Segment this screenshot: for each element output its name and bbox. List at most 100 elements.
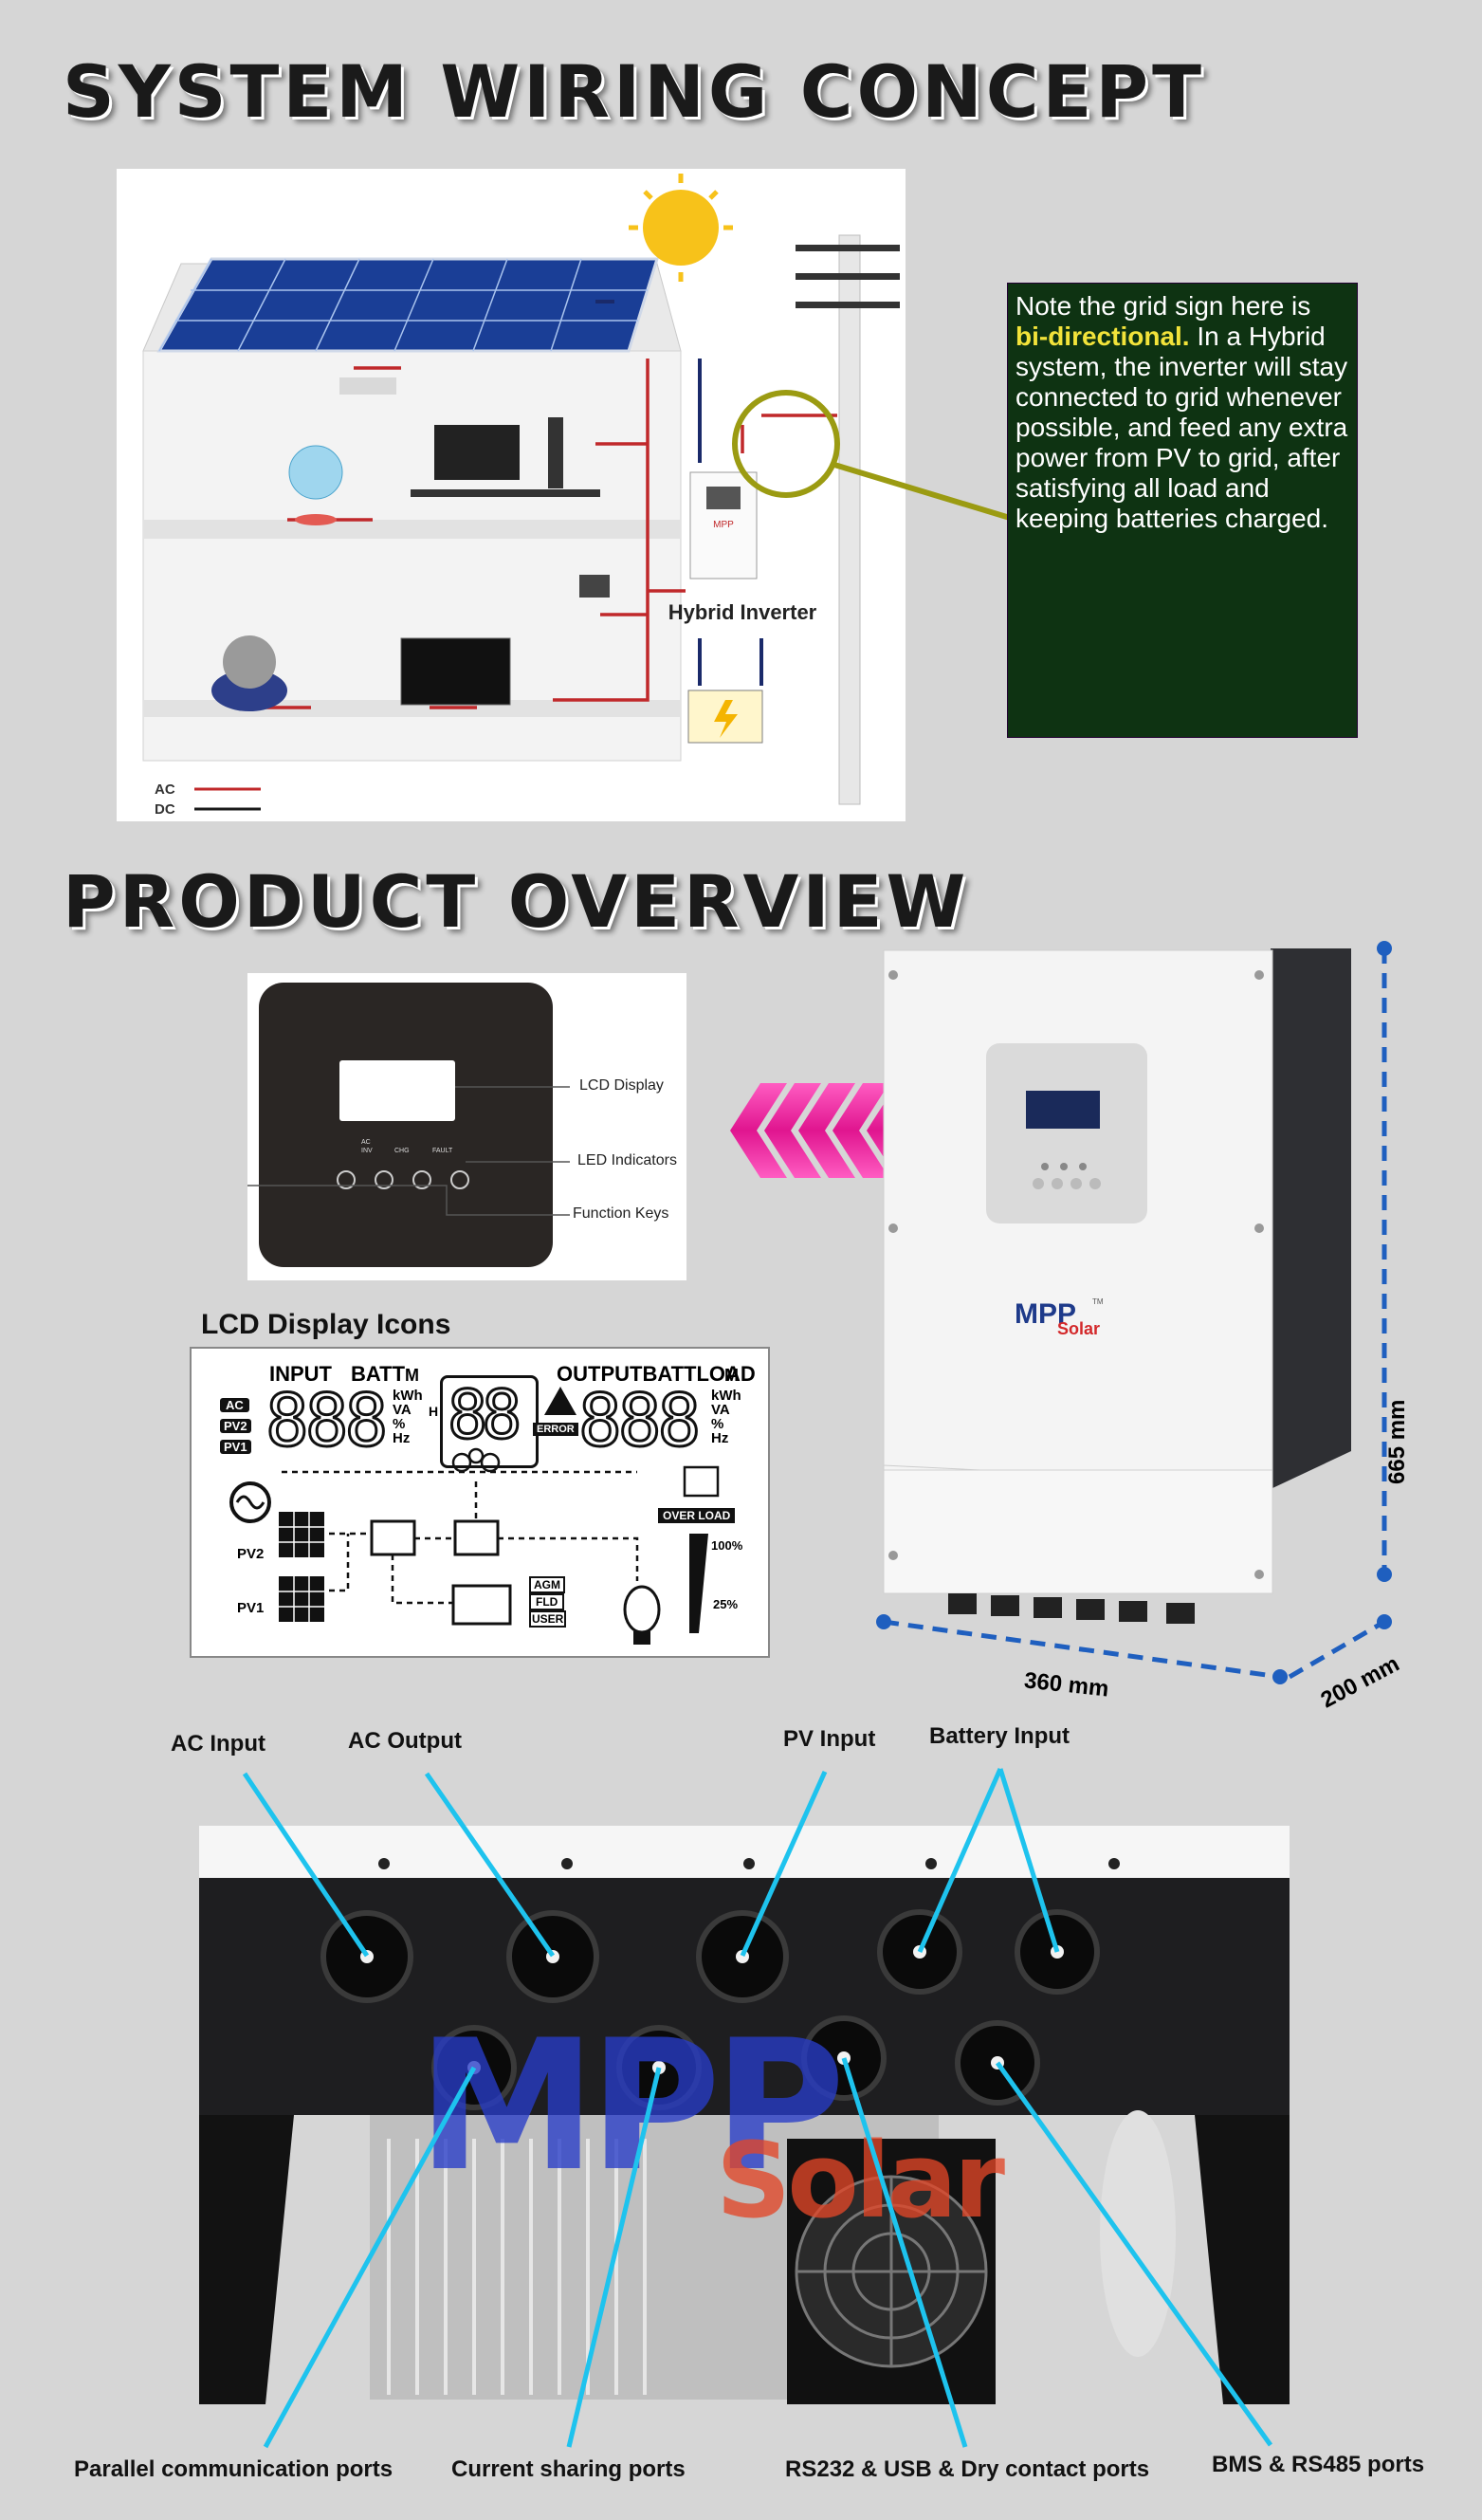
load-level-bar — [689, 1534, 708, 1633]
inverter-label: Hybrid Inverter — [668, 600, 817, 624]
lcd-m-label: M — [405, 1366, 419, 1385]
ports-bottom-illustration — [199, 1826, 1290, 2404]
lcd-screen — [339, 1060, 455, 1121]
grid-callout-ring — [732, 390, 840, 498]
bulb-icon — [623, 1585, 661, 1645]
note-highlight: bi-directional. — [1015, 322, 1190, 351]
inverter-front-panel — [986, 1043, 1147, 1223]
callout-ac-input: AC Input — [171, 1731, 265, 1757]
lcd-pct100: 100% — [711, 1538, 743, 1553]
legend-dc-label: DC — [155, 801, 175, 818]
lcd-m-label-right: M — [724, 1366, 739, 1385]
function-key-4[interactable] — [450, 1170, 469, 1189]
note-line1: Note the grid sign here is — [1015, 291, 1311, 321]
product-brand-tm: TM — [1092, 1297, 1104, 1306]
overload-icon — [683, 1465, 720, 1498]
control-panel-face — [259, 983, 553, 1267]
lcd-user-badge: USER — [529, 1610, 567, 1628]
inverter-icon — [453, 1519, 500, 1556]
unit-va: VA — [393, 1402, 412, 1418]
grid-note: Note the grid sign here is bi-directiona… — [1007, 283, 1358, 738]
wiring-diagram: MPP Hybrid Inverter AC — [117, 169, 906, 821]
callout-rs232: RS232 & USB & Dry contact ports — [785, 2456, 1150, 2482]
lamp-icon — [339, 377, 396, 395]
lcd-pv2-text: PV2 — [237, 1546, 265, 1562]
lcd-digits-right: 888 — [576, 1378, 702, 1462]
lcd-digits-left: 888 — [264, 1378, 389, 1462]
function-key-3[interactable] — [412, 1170, 431, 1189]
lcd-input-label: INPUT — [269, 1362, 332, 1386]
lcd-h-label: H — [429, 1404, 439, 1419]
led-row: AC INV CHG FAULT — [357, 1139, 470, 1156]
lcd-pv1-text: PV1 — [237, 1600, 265, 1616]
dim-height-label: 665 mm — [1384, 1399, 1410, 1484]
lcd-batt-label: BATT — [351, 1362, 406, 1386]
lcd-agm-badge: AGM — [529, 1576, 565, 1593]
lcd-pv2-badge: PV2 — [220, 1419, 251, 1433]
laptop-icon — [400, 637, 511, 706]
pv2-panel-icon — [279, 1512, 324, 1557]
led-inv: INV — [361, 1148, 373, 1154]
inverter-brand: MPP — [713, 520, 734, 530]
width-dim-line — [883, 1619, 1281, 1680]
led-fault: FAULT — [432, 1148, 453, 1154]
section-heading-overview: PRODUCT OVERVIEW — [63, 859, 970, 944]
lcd-icons-diagram: INPUT BATT M OUTPUTBATTLOAD M AC PV2 PV1… — [190, 1347, 770, 1658]
floor-1 — [143, 520, 681, 539]
lcd-fld-badge: FLD — [529, 1593, 565, 1610]
charger-icon — [370, 1519, 416, 1556]
unit-pct: % — [393, 1416, 406, 1432]
lcd-pv1-badge: PV1 — [220, 1440, 251, 1454]
lcd-error-badge: ERROR — [533, 1423, 578, 1436]
callout-pv-input: PV Input — [783, 1726, 876, 1752]
unit-hz: Hz — [393, 1430, 411, 1446]
fan-icon — [288, 445, 343, 500]
unit-hz-right: Hz — [711, 1430, 729, 1446]
label-lcd-display: LCD Display — [579, 1077, 664, 1094]
battery-lcd-icon — [451, 1584, 512, 1626]
unit-kwh-right: kWh — [711, 1388, 741, 1404]
lcd-units-right: kWh VA % Hz — [711, 1389, 741, 1445]
unit-kwh: kWh — [393, 1388, 423, 1404]
pv1-panel-icon — [279, 1576, 324, 1622]
callout-battery-input: Battery Input — [929, 1723, 1070, 1749]
depth-dim-line — [1288, 1619, 1386, 1680]
lcd-digits-mid: 88 — [446, 1376, 522, 1454]
utility-pole — [838, 234, 861, 805]
legend-ac-label: AC — [155, 782, 175, 798]
inverter-side — [1271, 948, 1351, 1489]
function-key-1[interactable] — [337, 1170, 356, 1189]
meter-icon — [579, 575, 610, 598]
product-brand-mpp: MPP — [1015, 1298, 1076, 1330]
callout-parallel: Parallel communication ports — [74, 2456, 393, 2482]
function-key-2[interactable] — [375, 1170, 393, 1189]
ports-bottom-photo — [199, 1826, 1290, 2423]
callout-ac-output: AC Output — [348, 1728, 462, 1754]
solar-panel — [156, 257, 660, 353]
sun-icon — [643, 190, 719, 266]
led-ac: AC — [361, 1139, 371, 1146]
lcd-icons-title: LCD Display Icons — [201, 1309, 451, 1340]
port-leader-lines — [242, 1767, 1273, 2449]
watermark-solar: Solar — [716, 2120, 1005, 2241]
lcd-units-left: kWh VA % Hz — [393, 1389, 423, 1445]
warning-icon — [544, 1387, 576, 1415]
note-body: In a Hybrid system, the inverter will st… — [1015, 322, 1348, 533]
section-heading-wiring: SYSTEM WIRING CONCEPT — [63, 49, 1205, 134]
lcd-output-label: OUTPUTBATTLOAD — [557, 1362, 756, 1386]
inverter-product-image: MPP Solar TM — [876, 941, 1392, 1684]
tv-icon — [434, 425, 520, 480]
lcd-overload-badge: OVER LOAD — [658, 1508, 736, 1523]
inverter-bottom-cover — [883, 1469, 1273, 1594]
unit-va-right: VA — [711, 1402, 730, 1418]
label-led-indicators: LED Indicators — [577, 1152, 677, 1168]
label-function-keys: Function Keys — [573, 1205, 669, 1222]
product-brand-solar: Solar — [1057, 1319, 1100, 1338]
ac-source-icon — [229, 1481, 271, 1523]
panel-leader-lines — [247, 1086, 570, 1216]
lcd-flow-graphics — [229, 1447, 720, 1645]
note-connector — [834, 462, 1011, 521]
lcd-mid-box — [440, 1375, 539, 1468]
inverter-lcd — [1026, 1091, 1100, 1129]
wiring-illustration: MPP Hybrid Inverter AC — [142, 174, 900, 818]
